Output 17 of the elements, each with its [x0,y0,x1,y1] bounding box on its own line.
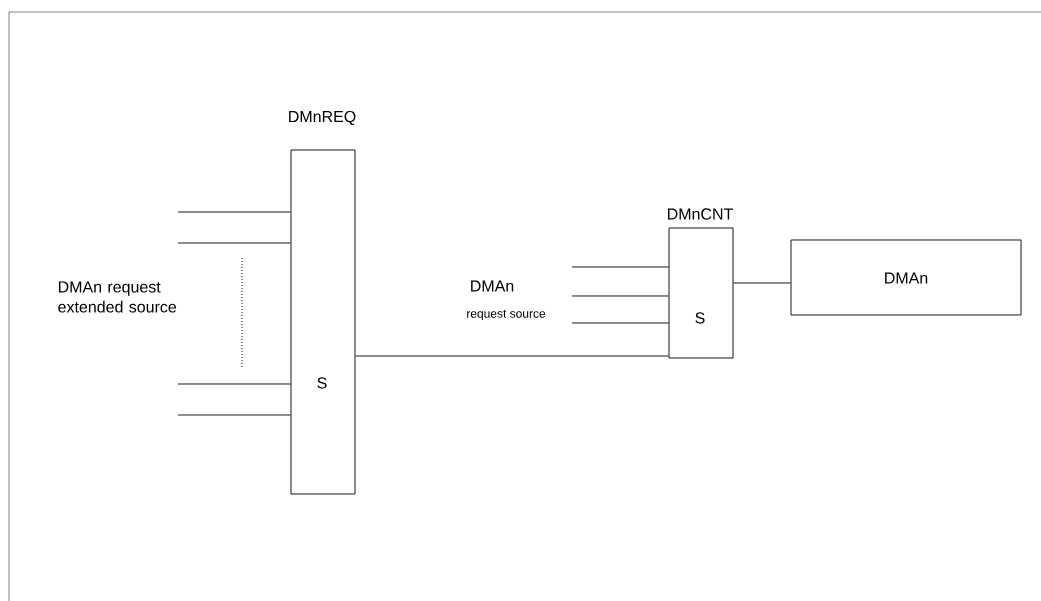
signal-label: request source [467,309,546,321]
signal-line [177,242,291,244]
selector-box: S [290,149,356,495]
box-heading: DMnCNT [668,208,733,220]
signal-line [177,414,291,416]
signal-line [355,355,669,357]
signal-line [177,211,291,213]
channel-box: DMAn [790,239,1022,316]
signal-line [177,383,291,385]
signal-line [571,295,669,297]
signal-line [571,266,669,268]
selector-box: S [668,227,734,359]
signal-label: DMAn [471,280,514,292]
box-heading: DMnREQ [289,110,356,126]
signal-line [571,322,669,324]
signal-label: DMAn request extended source [58,281,177,313]
signal-line [733,282,791,284]
